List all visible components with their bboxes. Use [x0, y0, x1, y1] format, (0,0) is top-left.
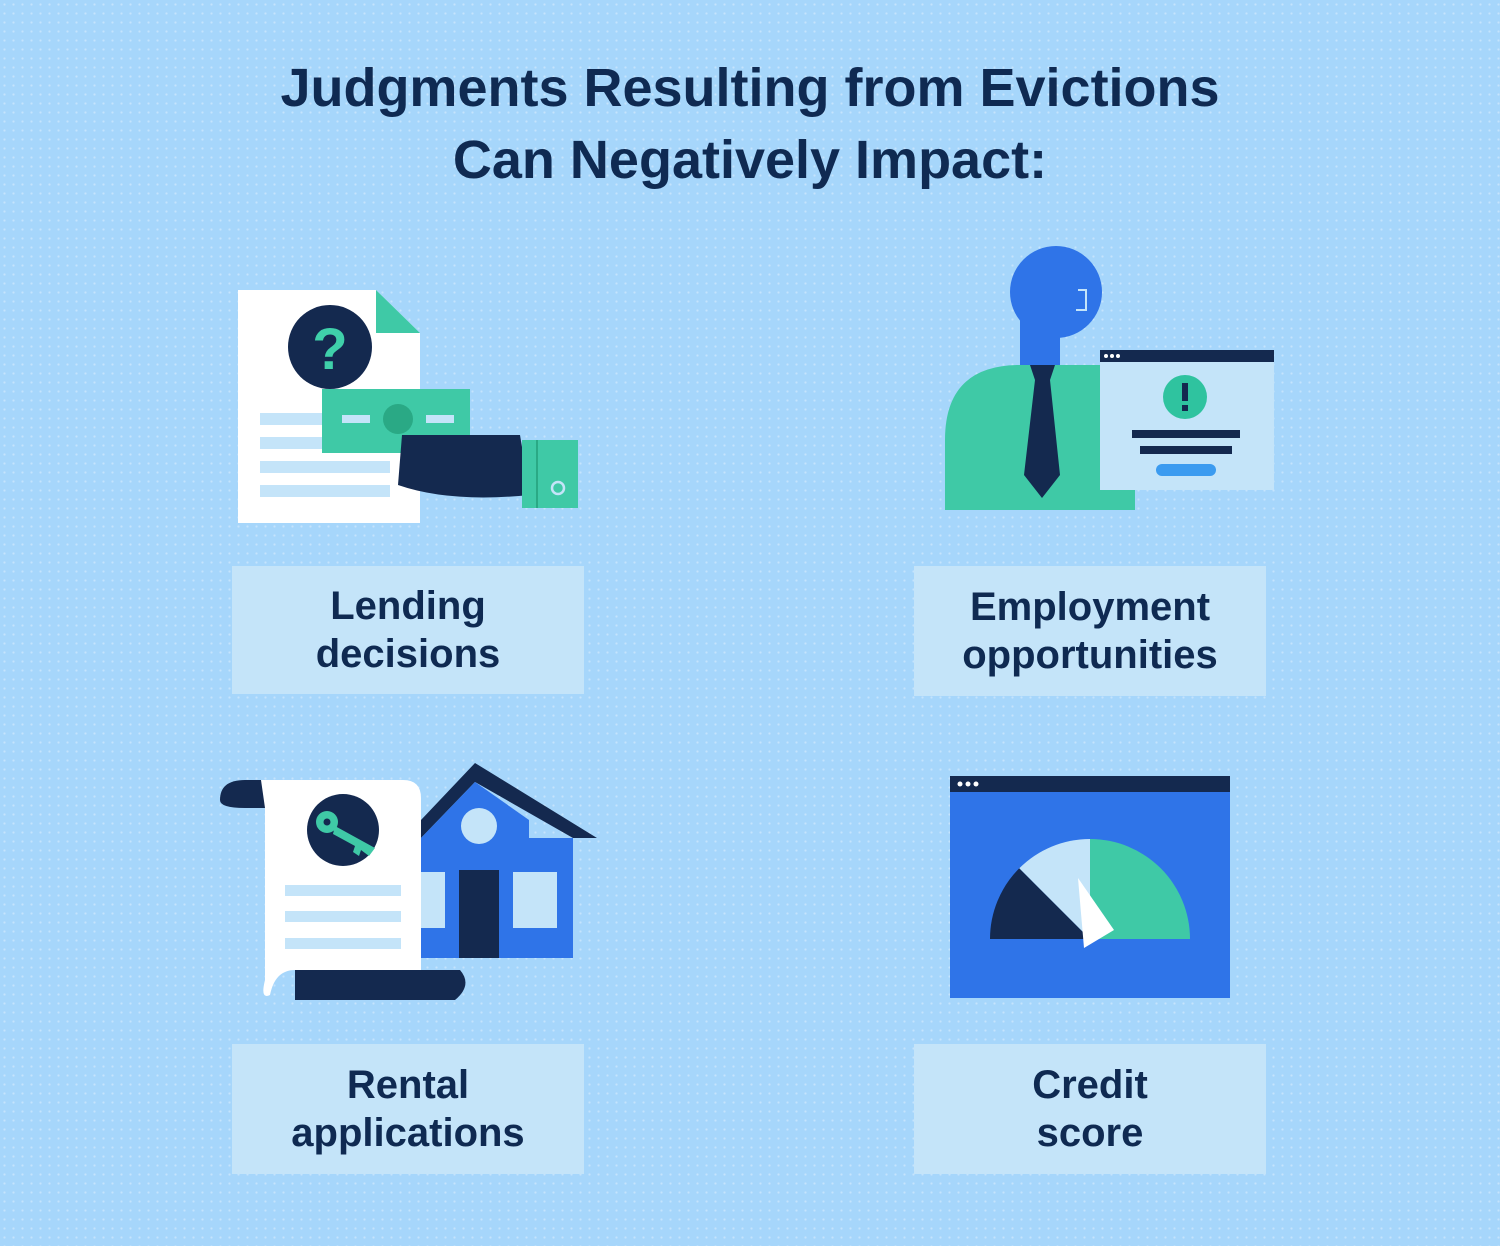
rental-lease-house-icon: [220, 763, 597, 1000]
title-line-2: Can Negatively Impact:: [452, 130, 1048, 190]
lending-document-money-icon: ?: [238, 290, 578, 523]
label-line-1: Rental: [346, 1063, 470, 1107]
label-line-2: decisions: [315, 632, 501, 676]
label-line-1: Lending: [330, 584, 486, 628]
label-line-2: score: [1036, 1111, 1144, 1155]
employee-alert-icon: [945, 246, 1274, 510]
svg-text:?: ?: [312, 317, 347, 382]
label-line-2: applications: [291, 1111, 525, 1155]
label-line-1: Credit: [1032, 1063, 1148, 1107]
label-credit-score: Credit score: [914, 1044, 1266, 1174]
label-lending-decisions: Lending decisions: [232, 566, 584, 694]
label-line-1: Employment: [969, 585, 1211, 629]
page-title: Judgments Resulting from Evictions Can N…: [0, 52, 1500, 196]
label-rental-applications: Rental applications: [232, 1044, 584, 1174]
title-line-1: Judgments Resulting from Evictions: [280, 58, 1220, 118]
credit-score-gauge-icon: [950, 776, 1230, 998]
label-line-2: opportunities: [962, 633, 1218, 677]
label-employment-opportunities: Employment opportunities: [914, 566, 1266, 696]
